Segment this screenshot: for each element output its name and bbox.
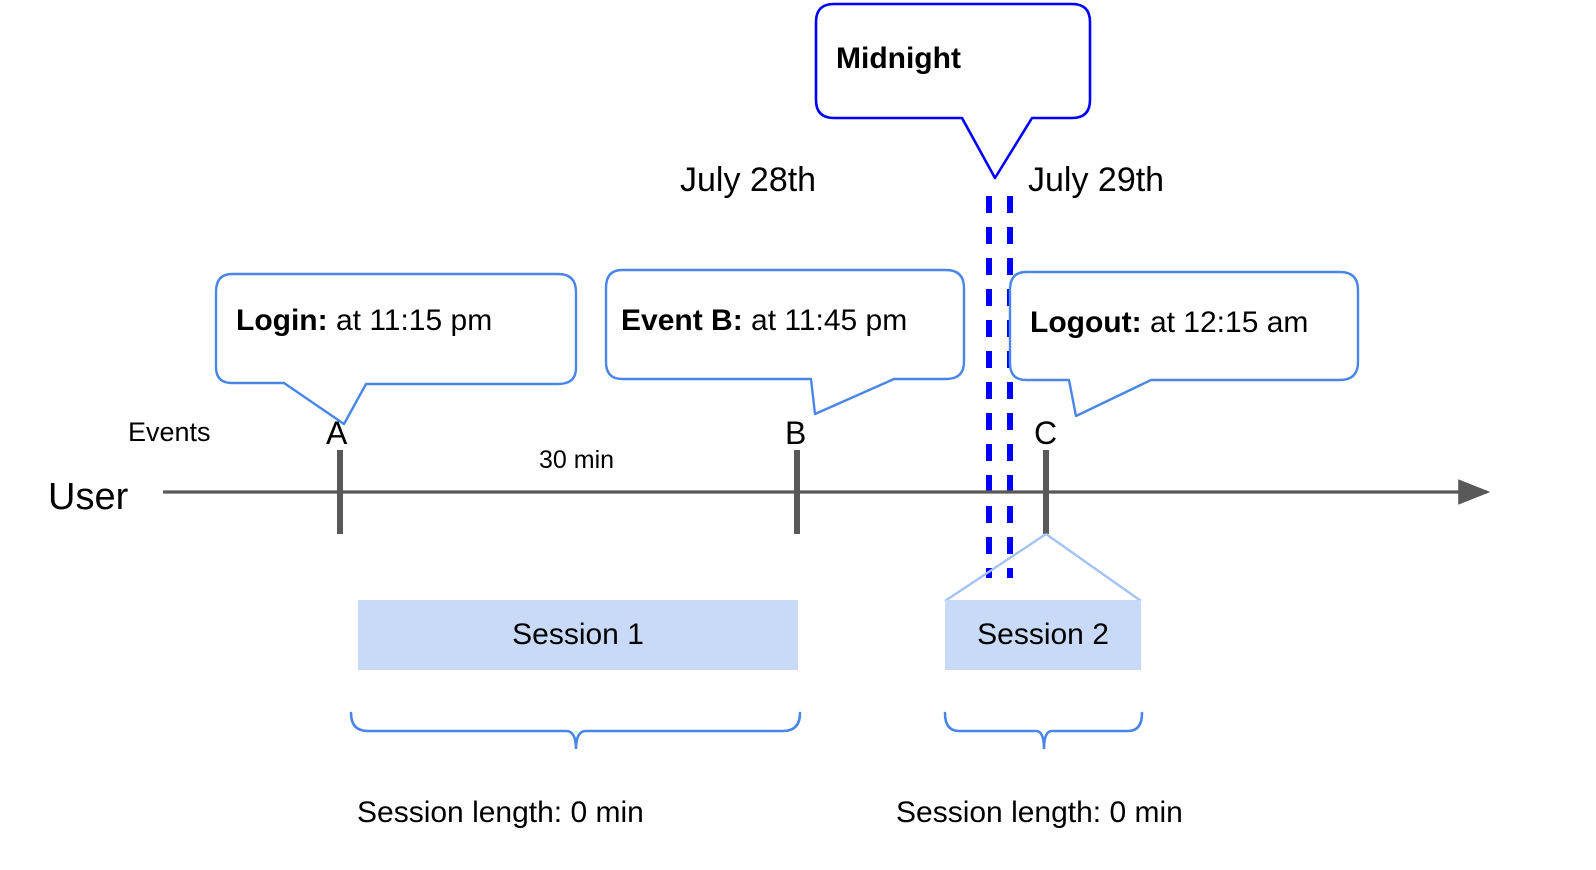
event-b-callout-rest: at 11:45 pm	[742, 304, 908, 337]
session-2-label: Session 2	[977, 618, 1109, 651]
timeline-axis	[163, 450, 1491, 534]
login-callout-shape	[214, 272, 578, 426]
marker-label-c: C	[1034, 415, 1058, 451]
session-2-brace	[943, 711, 1144, 750]
session-1-box: Session 1	[358, 600, 798, 670]
midnight-label: Midnight	[836, 42, 961, 75]
midnight-dashed-lines	[986, 196, 1013, 578]
date-label-right: July 29th	[1028, 161, 1165, 199]
login-callout-text: Login: at 11:15 pm	[236, 306, 492, 336]
event-b-callout-text: Event B: at 11:45 pm	[621, 306, 907, 336]
event-b-callout-bold: Event B:	[621, 304, 743, 337]
session-1-brace	[349, 711, 802, 750]
login-callout-bold: Login:	[236, 304, 328, 337]
marker-label-b: B	[785, 415, 807, 451]
session-1-label: Session 1	[512, 618, 644, 651]
session-2-box: Session 2	[945, 600, 1141, 670]
axis-row-label-user: User	[48, 476, 129, 518]
login-callout-rest: at 11:15 pm	[327, 304, 493, 337]
session-1-length-label: Session length: 0 min	[357, 796, 644, 829]
date-label-left: July 28th	[680, 161, 817, 199]
axis-row-label-events: Events	[128, 417, 211, 447]
midnight-callout-shape	[814, 2, 1092, 180]
event-b-callout-shape	[604, 268, 966, 416]
session-2-length-label: Session length: 0 min	[896, 796, 1183, 829]
logout-callout-shape	[1008, 270, 1360, 418]
logout-callout-rest: at 12:15 am	[1141, 306, 1309, 339]
logout-callout-text: Logout: at 12:15 am	[1030, 308, 1308, 338]
interval-label-30min: 30 min	[539, 446, 615, 474]
logout-callout-bold: Logout:	[1030, 306, 1142, 339]
marker-label-a: A	[326, 415, 348, 451]
session-2-connector-lines	[944, 533, 1142, 602]
